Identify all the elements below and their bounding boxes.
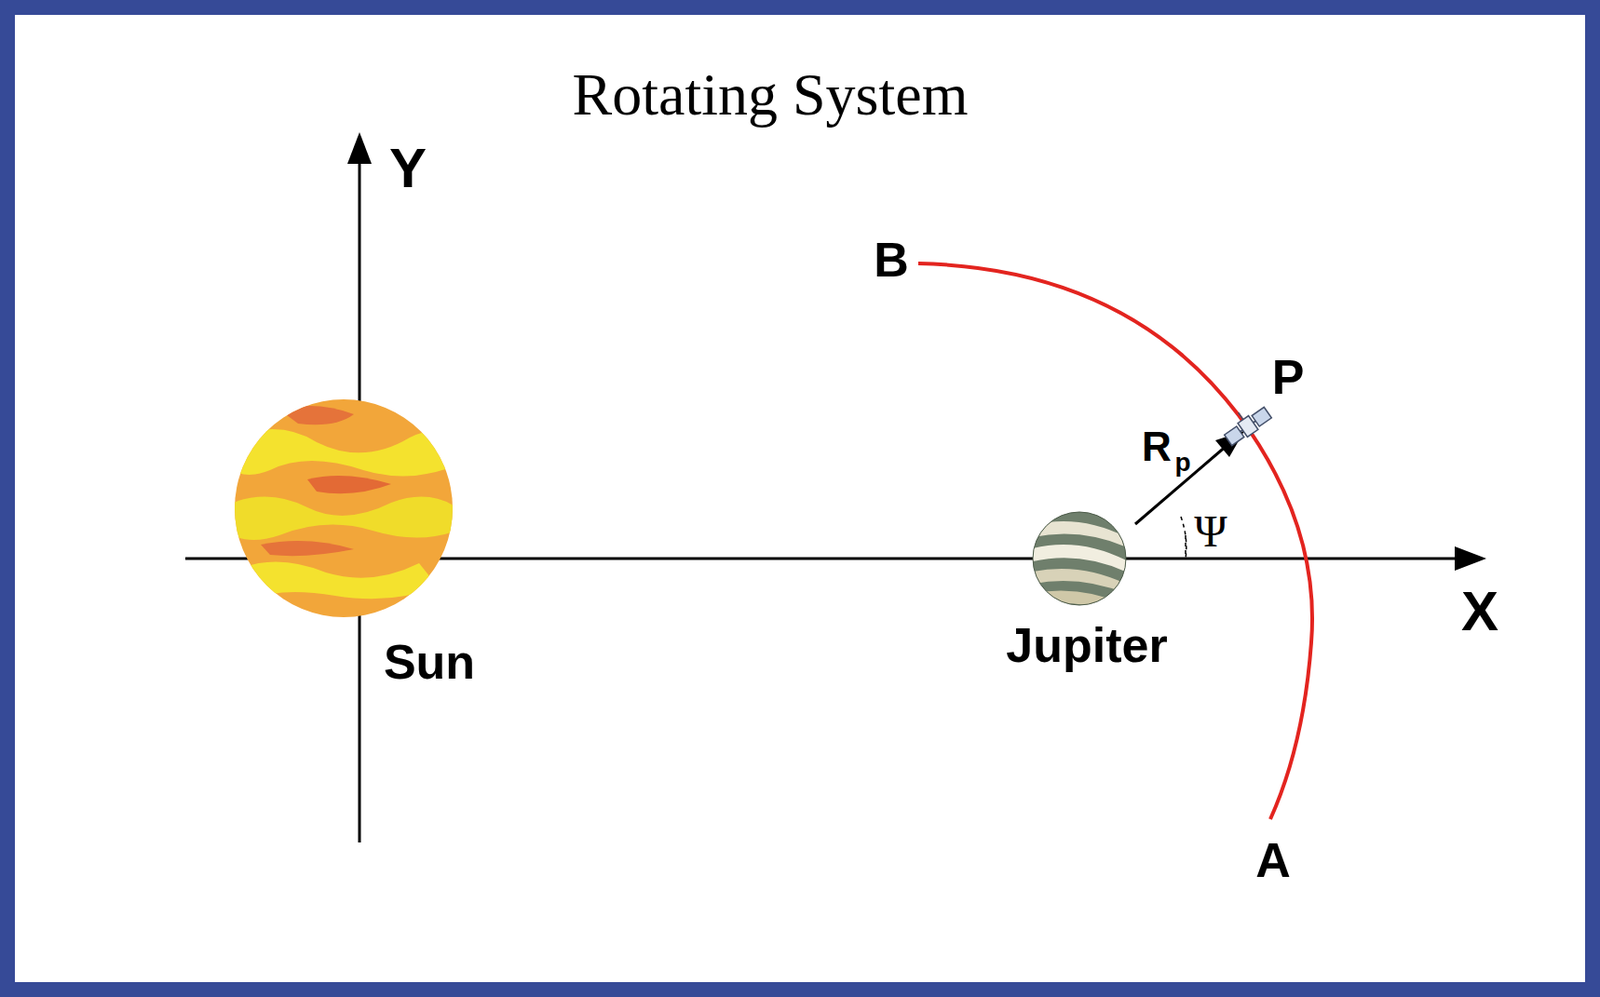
- vector-subscript: p: [1174, 449, 1191, 476]
- axis-label: X: [1461, 583, 1499, 640]
- trajectory-arc: [918, 263, 1313, 820]
- axis-label: Y: [389, 140, 427, 197]
- jupiter-disk: [1029, 508, 1132, 615]
- x-arrowhead: [1454, 546, 1487, 571]
- diagram-title: Rotating System: [572, 65, 969, 125]
- body-label: Sun: [383, 637, 475, 687]
- point-label: P: [1272, 352, 1305, 402]
- vector-label: R: [1141, 426, 1172, 468]
- sun-disk: [232, 397, 457, 622]
- body-label: Jupiter: [1005, 621, 1167, 670]
- angle-tick: [1184, 535, 1187, 559]
- point-label: B: [873, 235, 909, 285]
- y-arrowhead: [347, 132, 372, 164]
- angle-arc: [1180, 516, 1187, 559]
- point-label: A: [1255, 836, 1291, 885]
- spacecraft-icon: [1218, 398, 1273, 448]
- angle-label: Ψ: [1193, 509, 1227, 555]
